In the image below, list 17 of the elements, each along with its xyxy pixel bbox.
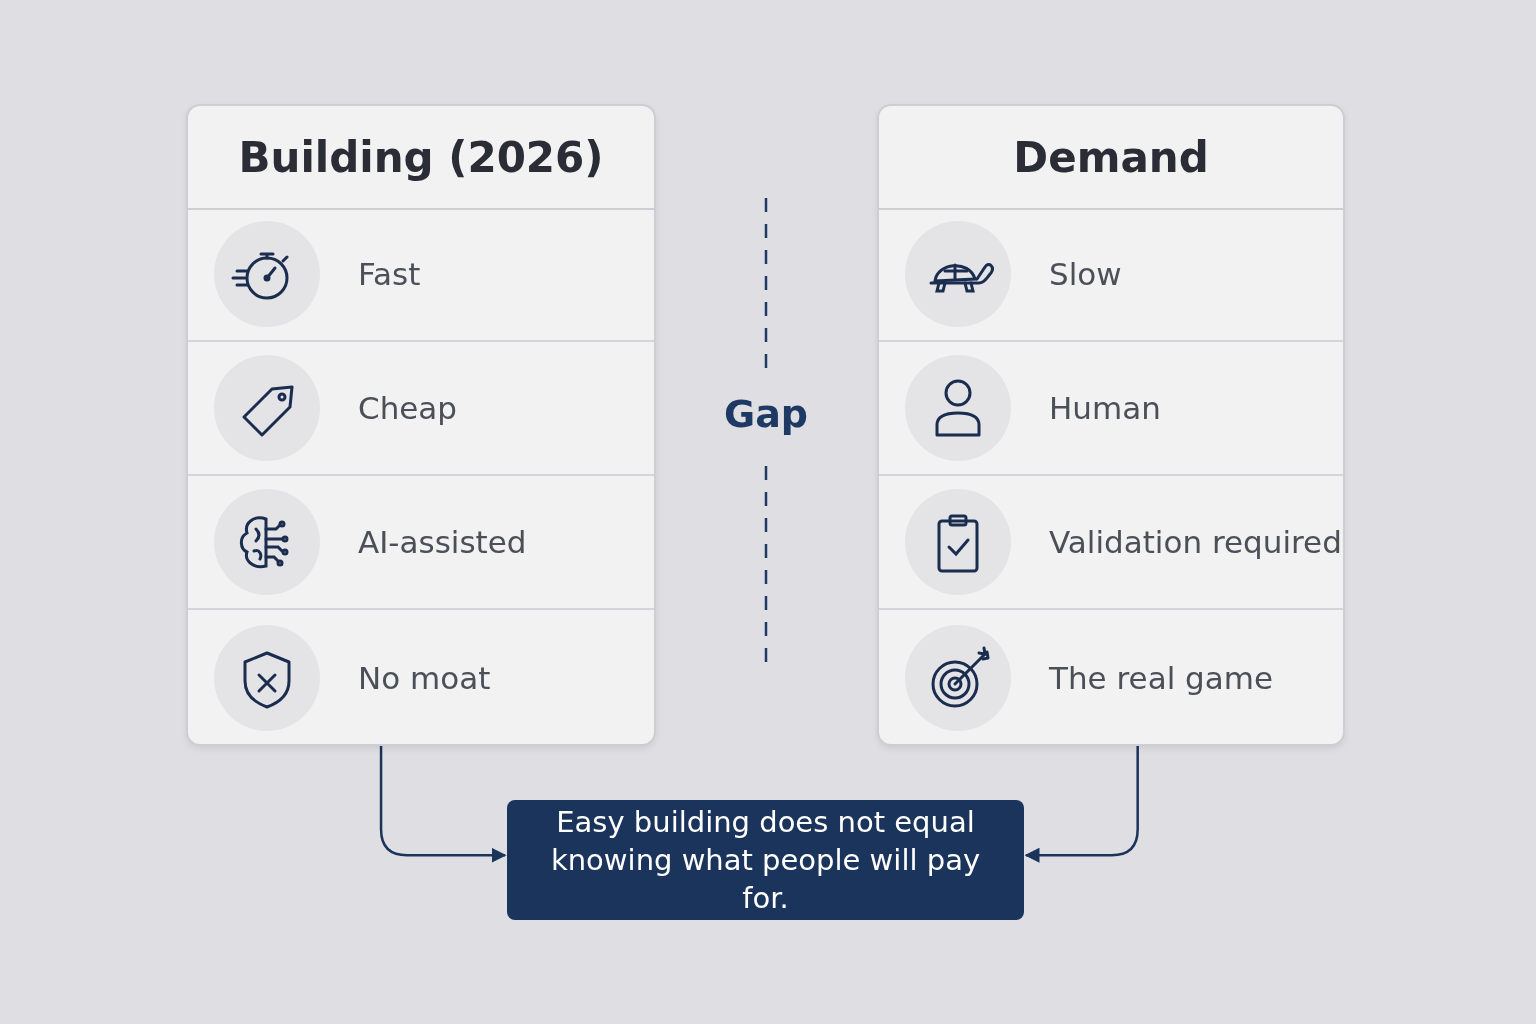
row-label: Validation required: [1049, 524, 1342, 560]
comparison-panel: [186, 104, 656, 746]
row-label: Slow: [1049, 256, 1122, 292]
connector-arrow: [379, 746, 507, 863]
row-label: No moat: [358, 660, 491, 696]
row-label: The real game: [1049, 660, 1274, 696]
conclusion-box: [507, 800, 1024, 920]
row-label: Fast: [358, 256, 421, 292]
panel-heading: Demand: [1013, 132, 1209, 182]
connector-arrow: [1024, 746, 1139, 863]
row-label: AI-assisted: [358, 524, 527, 560]
conclusion-text: Easy building does not equal knowing what people will pay for.: [549, 804, 982, 917]
comparison-panel: [877, 104, 1345, 746]
row-label: Human: [1049, 390, 1161, 426]
panel-heading: Building (2026): [238, 132, 604, 182]
gap-label: Gap: [722, 392, 809, 436]
row-label: Cheap: [358, 390, 458, 426]
